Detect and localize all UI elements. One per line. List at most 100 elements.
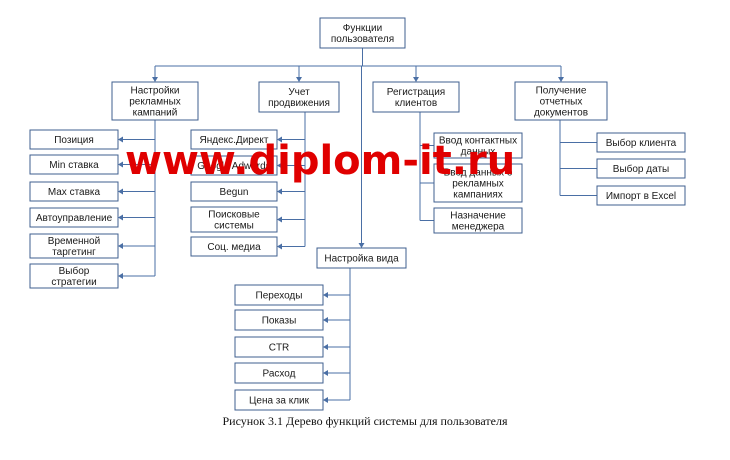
leaf-node-settings-3-frame [29,207,119,228]
leaf-node-tracking-0-frame [190,129,278,150]
branch-node-settings-label-line: рекламных [129,97,181,108]
arrowhead [118,214,123,221]
leaf-node-tracking-1-label-line: Google Adwords [197,161,270,172]
leaf-node-settings-3-label-line: Автоуправление [36,213,113,224]
leaf-node-registration-1-label-line: кампаниях [453,190,503,201]
branch-node-registration-label-line: Регистрация [387,87,445,98]
leaf-node-tracking-2: Begun [190,181,278,202]
leaf-node-view-1: Показы [234,309,324,331]
arrowhead [277,136,282,143]
arrowhead [323,317,328,323]
branch-node-tracking-label-line: продвижения [268,98,330,109]
leaf-node-tracking-2-label-line: Begun [220,187,249,198]
leaf-node-registration-1-label-line: Ввод данных о [444,168,513,179]
leaf-node-tracking-4-frame [190,236,278,257]
root-node-label-line: пользователя [331,34,394,45]
leaf-node-tracking-0-label-line: Яндекс.Директ [200,135,269,146]
arrowhead [277,216,282,223]
leaf-node-view-0-frame [234,284,324,306]
leaf-node-tracking-3-label-line: системы [214,221,254,232]
branch-node-settings-frame [111,81,199,121]
leaf-node-view-3-frame [234,362,324,384]
branch-node-reports-label-line: документов [534,108,588,119]
arrowhead [323,292,328,298]
branch-node-settings-label-line: кампаний [133,108,178,119]
leaf-node-settings-4-label-line: Временной [48,236,100,247]
arrowhead [558,77,564,82]
leaf-node-tracking-2-frame [190,181,278,202]
leaf-node-registration-1-label-line: рекламных [452,179,504,190]
leaf-node-tracking-4: Соц. медиа [190,236,278,257]
root-node-label-line: Функции [343,23,382,34]
leaf-node-tracking-3-frame [190,206,278,233]
leaf-node-settings-0-frame [29,129,119,150]
leaf-node-view-4-frame [234,389,324,411]
arrowhead [323,344,328,350]
leaf-node-registration-2-label-line: Назначение [450,211,506,222]
leaf-node-settings-0: Позиция [29,129,119,150]
arrowhead [118,273,123,279]
leaf-node-tracking-1-frame [190,155,278,176]
leaf-node-settings-3: Автоуправление [29,207,119,228]
arrowhead [118,243,123,249]
arrowhead [277,162,282,169]
leaf-node-tracking-0: Яндекс.Директ [190,129,278,150]
leaf-node-view-2-frame [234,336,324,358]
leaf-node-settings-1: Min ставка [29,154,119,175]
leaf-node-settings-1-frame [29,154,119,175]
leaf-node-settings-4-label-line: таргетинг [52,247,96,258]
arrowhead [277,243,282,250]
leaf-node-view-1-frame [234,309,324,331]
branch-node-registration-label-line: клиентов [395,98,437,109]
arrowhead [296,77,302,82]
leaf-node-view-3-label-line: Расход [263,369,296,380]
leaf-node-tracking-1: Google Adwords [190,155,278,176]
leaf-node-view-3: Расход [234,362,324,384]
branch-node-reports-label-line: отчетных [540,97,583,108]
branch-node-settings-label-line: Настройки [130,86,179,97]
arrowhead [277,188,282,195]
arrowhead [152,77,158,82]
arrowhead [118,136,123,143]
leaf-node-settings-2: Max ставка [29,181,119,202]
arrowhead [358,243,365,248]
leaf-node-registration-1-frame [433,163,523,203]
leaf-node-view-2-label-line: CTR [269,343,290,354]
leaf-node-reports-0-label-line: Выбор клиента [606,137,677,149]
figure-caption: Рисунок 3.1 Дерево функций системы для п… [222,414,508,428]
leaf-node-reports-2-frame [596,185,686,206]
branch-node-tracking-label-line: Учет [288,87,310,98]
branch-node-view-label-line: Настройка вида [324,254,399,265]
leaf-node-registration-0-label-line: Ввод контактных [439,136,517,147]
arrowhead [118,161,123,168]
leaf-node-registration-0-frame [433,132,523,159]
leaf-node-reports-1: Выбор даты [596,158,686,179]
arrowhead [323,397,328,403]
leaf-node-reports-2-label-line: Импорт в Excel [606,191,676,202]
leaf-node-view-0: Переходы [234,284,324,306]
branch-node-tracking-frame [258,81,340,113]
leaf-node-tracking-4-label-line: Соц. медиа [207,242,261,253]
leaf-node-reports-2: Импорт в Excel [596,185,686,206]
leaf-node-registration-2-label-line: менеджера [452,222,505,233]
leaf-node-registration-0-label-line: данных [461,147,496,158]
arrowhead [118,188,123,195]
leaf-node-view-2: CTR [234,336,324,358]
leaf-node-view-4: Цена за клик [234,389,324,411]
leaf-node-view-4-label-line: Цена за клик [249,396,310,407]
branch-node-view-frame [316,247,407,269]
leaf-node-reports-1-label-line: Выбор даты [613,163,669,175]
leaf-node-settings-5-label-line: стратегии [51,277,96,288]
branch-node-view: Настройка вида [316,247,407,269]
arrowhead [323,370,328,376]
branch-node-reports-label-line: Получение [536,86,587,97]
